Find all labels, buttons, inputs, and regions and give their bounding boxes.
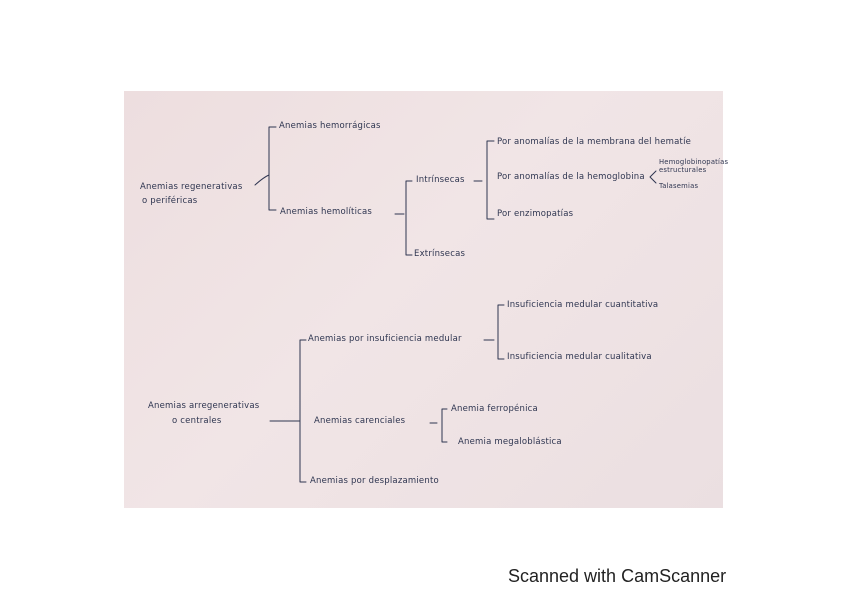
root-regenerativas-line1: Anemias regenerativas [140, 182, 243, 192]
root-regenerativas-line2: o periféricas [142, 196, 198, 206]
node-hemoliticas: Anemias hemolíticas [280, 207, 373, 217]
root-arregenerativas-line2: o centrales [172, 416, 222, 426]
bracket-regenerativas [254, 126, 277, 211]
node-insuficiencia: Anemias por insuficiencia medular [308, 334, 462, 344]
node-cualitativa: Insuficiencia medular cualitativa [507, 352, 652, 362]
bracket-insuficiencia [483, 304, 505, 360]
bracket-hemoliticas [394, 180, 413, 256]
node-ferropenica: Anemia ferropénica [451, 404, 538, 414]
node-membrana: Por anomalías de la membrana del hematíe [497, 137, 692, 147]
camscanner-watermark: Scanned with CamScanner [508, 566, 727, 586]
bracket-intrinsecas [473, 140, 495, 220]
node-talasemias: Talasemias [659, 182, 699, 190]
bracket-lines [254, 126, 657, 483]
scanned-paper: Anemias regenerativas o periféricas Anem… [124, 91, 728, 508]
root-arregenerativas-line1: Anemias arregenerativas [148, 401, 260, 411]
bracket-arregenerativas [269, 339, 307, 483]
node-hemorragicas: Anemias hemorrágicas [279, 121, 381, 131]
brace-hemoglobina [649, 170, 657, 184]
bracket-carenciales [429, 408, 448, 443]
node-desplazamiento: Anemias por desplazamiento [310, 476, 439, 486]
node-megaloblastica: Anemia megaloblástica [458, 437, 562, 447]
node-enzimopatias: Por enzimopatías [497, 209, 574, 219]
node-intrinsecas: Intrínsecas [416, 175, 465, 185]
node-carenciales: Anemias carenciales [314, 416, 406, 426]
node-extrinsecas: Extrínsecas [414, 249, 466, 259]
node-hemoglobinopatias-line1: Hemoglobinopatías [659, 158, 729, 166]
node-cuantitativa: Insuficiencia medular cuantitativa [507, 300, 659, 310]
node-hemoglobina: Por anomalías de la hemoglobina [497, 172, 645, 182]
node-hemoglobinopatias-line2: estructurales [659, 166, 707, 174]
